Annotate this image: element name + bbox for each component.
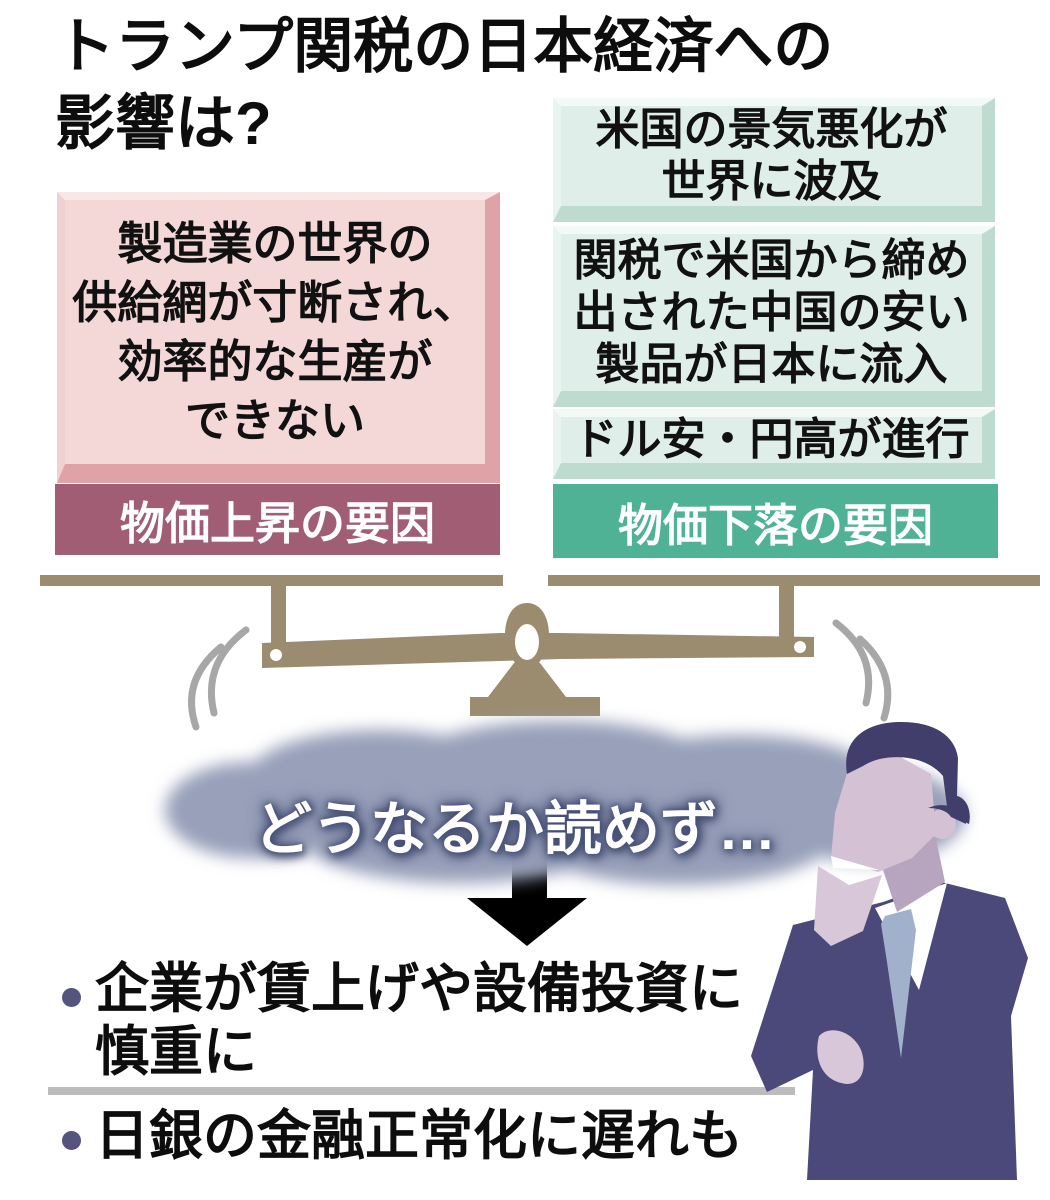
- scale-right-rod: [779, 585, 794, 645]
- scale-left-rod: [271, 585, 286, 653]
- price-fall-cause-box-2: 関税で米国から締め 出された中国の安い 製品が日本に流入: [553, 226, 995, 407]
- wobble-lines: [188, 619, 892, 731]
- page-title: トランプ関税の日本経済への 影響は?: [55, 8, 995, 162]
- mouth: [831, 856, 879, 870]
- thinking-businessman-illustration: [751, 722, 1028, 1180]
- scale-stand: [488, 663, 566, 697]
- ear: [928, 809, 956, 839]
- scale-base: [470, 697, 600, 716]
- balance-scale-icon: [40, 575, 1040, 731]
- price-rise-cause-text: 製造業の世界の 供給網が寸断され、 効率的な生産が できない: [72, 218, 478, 446]
- outcome-item-2: 日銀の金融正常化に遅れも: [95, 1106, 743, 1166]
- price-fall-cause-text-3: ドル安・円高が進行: [573, 415, 970, 464]
- suit: [751, 882, 1028, 1180]
- page-title-line1: トランプ関税の日本経済への: [55, 13, 834, 80]
- scale-beam-hole-left: [270, 649, 282, 661]
- scale-right-platform: [548, 575, 1040, 586]
- bullet-dot: [62, 1131, 81, 1150]
- tie: [881, 909, 916, 1058]
- price-fall-label: 物価下落の要因: [553, 484, 998, 558]
- price-rise-label: 物価上昇の要因: [55, 484, 500, 555]
- face: [831, 754, 936, 872]
- price-fall-cause-box-3: ドル安・円高が進行: [553, 409, 995, 479]
- hair: [846, 722, 970, 824]
- uncertainty-text: どうなるか読めず…: [253, 797, 776, 862]
- fist: [817, 1030, 864, 1084]
- price-fall-cause-box-1: 米国の景気悪化が 世界に波及: [553, 98, 995, 222]
- bullet-dot: [62, 988, 81, 1007]
- scale-left-platform: [40, 575, 503, 586]
- hand-on-chin: [814, 866, 882, 946]
- scale-beam-hole-right: [794, 641, 806, 653]
- divider: [48, 1087, 795, 1095]
- page-title-line2: 影響は?: [55, 90, 272, 157]
- hair-over-ear: [928, 805, 966, 824]
- price-fall-cause-text-2: 関税で米国から締め 出された中国の安い 製品が日本に流入: [573, 235, 970, 389]
- scale-pivot-hole: [515, 624, 539, 660]
- outcome-item-1: 企業が賃上げや設備投資に 慎重に: [95, 959, 743, 1082]
- neck: [883, 834, 945, 912]
- price-rise-cause-box: 製造業の世界の 供給網が寸断され、 効率的な生産が できない: [57, 192, 500, 483]
- price-fall-cause-text-1: 米国の景気悪化が 世界に波及: [595, 105, 948, 206]
